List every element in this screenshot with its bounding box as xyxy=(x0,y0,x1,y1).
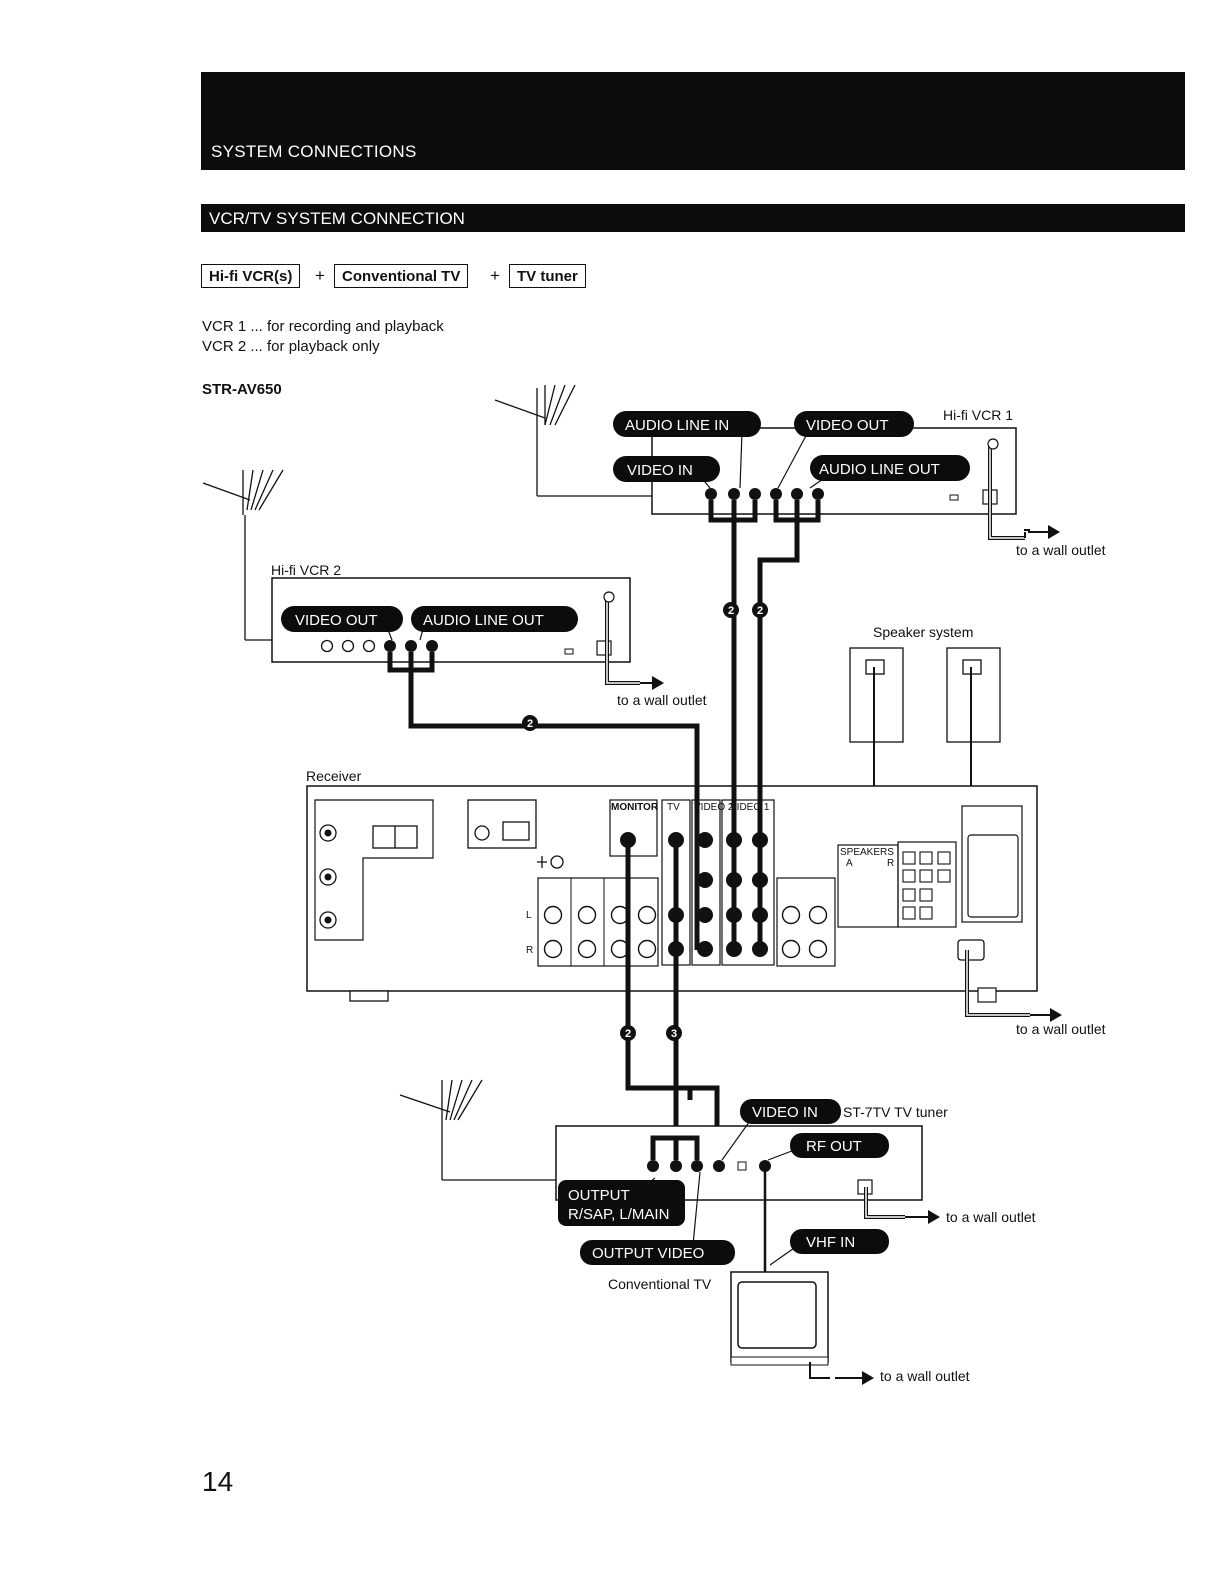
jack-label-video-out: VIDEO OUT xyxy=(281,606,403,632)
svg-text:VIDEO OUT: VIDEO OUT xyxy=(806,417,889,434)
page-header-title: SYSTEM CONNECTIONS xyxy=(211,142,417,161)
equipment-plus: + xyxy=(490,266,500,285)
svg-text:R/SAP, L/MAIN: R/SAP, L/MAIN xyxy=(568,1206,669,1223)
section-header-bar: VCR/TV SYSTEM CONNECTION xyxy=(201,204,1185,232)
receiver-video1-label: VIDEO 1 xyxy=(730,802,770,813)
antenna-icon xyxy=(494,384,655,497)
vcr1-device xyxy=(651,427,1025,540)
jack-label-output-video: OUTPUT VIDEO xyxy=(580,1240,735,1265)
svg-text:2: 2 xyxy=(728,605,734,617)
jack-label-video-in: VIDEO IN xyxy=(740,1099,841,1124)
svg-text:VHF IN: VHF IN xyxy=(806,1234,855,1251)
svg-text:AUDIO LINE OUT: AUDIO LINE OUT xyxy=(423,612,544,629)
jack-label-audio-line-out: AUDIO LINE OUT xyxy=(411,606,578,632)
receiver-monitor-label: MONITOR xyxy=(611,802,659,813)
wall-outlet-label: to a wall outlet xyxy=(1016,1021,1106,1037)
vcr1-plugs xyxy=(708,500,821,540)
wall-outlet-label: to a wall outlet xyxy=(880,1368,970,1384)
wall-outlet-label: to a wall outlet xyxy=(946,1209,1036,1225)
svg-text:VIDEO IN: VIDEO IN xyxy=(752,1104,818,1121)
note-line: VCR 2 ... for playback only xyxy=(202,338,380,355)
jack-label-output-audio: OUTPUT R/SAP, L/MAIN xyxy=(558,1180,685,1226)
vcr1-jacks xyxy=(705,488,824,500)
jack-label-vhf-in: VHF IN xyxy=(790,1229,889,1254)
svg-text:2: 2 xyxy=(757,605,763,617)
receiver-device xyxy=(306,785,1038,1017)
svg-text:2: 2 xyxy=(625,1028,631,1040)
tuner-plugs xyxy=(650,1135,700,1160)
speaker-label: Speaker system xyxy=(873,624,973,640)
svg-text:RF OUT: RF OUT xyxy=(806,1138,862,1155)
svg-text:OUTPUT: OUTPUT xyxy=(568,1187,630,1204)
receiver-jacks xyxy=(620,832,768,957)
tuner-jacks xyxy=(647,1160,771,1172)
cable-number-marker: 2 xyxy=(723,602,739,618)
svg-text:AUDIO LINE IN: AUDIO LINE IN xyxy=(625,417,729,434)
jack-label-rf-out: RF OUT xyxy=(790,1133,889,1158)
note-line: VCR 1 ... for recording and playback xyxy=(202,318,444,335)
antenna-icon xyxy=(202,469,284,641)
svg-text:VIDEO OUT: VIDEO OUT xyxy=(295,612,378,629)
cable-number-marker: 2 xyxy=(752,602,768,618)
arrow-right-icon xyxy=(1030,1008,1062,1022)
receiver-left-label: L xyxy=(526,910,532,921)
arrow-right-icon xyxy=(835,1371,874,1385)
page-header-bar: SYSTEM CONNECTIONS xyxy=(201,72,1185,170)
equipment-tag-vcr: Hi-fi VCR(s) xyxy=(201,264,301,288)
svg-text:VIDEO IN: VIDEO IN xyxy=(627,462,693,479)
cable-number-marker: 2 xyxy=(620,1025,636,1041)
arrow-right-icon xyxy=(905,1210,940,1224)
svg-text:OUTPUT VIDEO: OUTPUT VIDEO xyxy=(592,1245,704,1262)
equipment-tag-tv: Conventional TV xyxy=(334,264,469,288)
arrow-right-icon xyxy=(640,676,664,690)
receiver-speakers-label: SPEAKERS xyxy=(840,847,894,858)
model-name: STR-AV650 xyxy=(202,381,282,398)
jack-label-video-in: VIDEO IN xyxy=(613,456,720,482)
receiver-video2-label: VIDEO 2 xyxy=(694,802,734,813)
vcr1-label: Hi-fi VCR 1 xyxy=(943,407,1013,423)
equipment-tag-tuner: TV tuner xyxy=(509,264,586,288)
receiver-tv-label: TV xyxy=(667,802,680,813)
receiver-speaker-r-label: R xyxy=(887,858,894,869)
svg-text:AUDIO LINE OUT: AUDIO LINE OUT xyxy=(819,461,940,478)
antenna-icon xyxy=(399,1079,556,1181)
arrow-right-icon xyxy=(1024,525,1060,539)
jack-label-video-out: VIDEO OUT xyxy=(794,411,914,437)
tv-device xyxy=(730,1271,830,1379)
receiver-right-label: R xyxy=(526,945,533,956)
tv-label: Conventional TV xyxy=(608,1276,712,1292)
vcr2-label: Hi-fi VCR 2 xyxy=(271,562,341,578)
receiver-speaker-a-label: A xyxy=(846,858,853,869)
cable-number-marker: 3 xyxy=(666,1025,682,1041)
jack-label-audio-line-out: AUDIO LINE OUT xyxy=(810,455,970,481)
jack-label-audio-line-in: AUDIO LINE IN xyxy=(613,411,761,437)
tuner-label: ST-7TV TV tuner xyxy=(843,1104,948,1120)
wall-outlet-label: to a wall outlet xyxy=(617,692,707,708)
receiver-label: Receiver xyxy=(306,768,362,784)
wall-outlet-label: to a wall outlet xyxy=(1016,542,1106,558)
section-title: VCR/TV SYSTEM CONNECTION xyxy=(209,209,465,228)
equipment-plus: + xyxy=(315,266,325,285)
speaker-system xyxy=(849,647,1001,743)
page-number: 14 xyxy=(202,1466,234,1497)
svg-text:2: 2 xyxy=(527,718,533,730)
svg-text:3: 3 xyxy=(671,1028,677,1040)
cable-number-marker: 2 xyxy=(522,715,538,731)
